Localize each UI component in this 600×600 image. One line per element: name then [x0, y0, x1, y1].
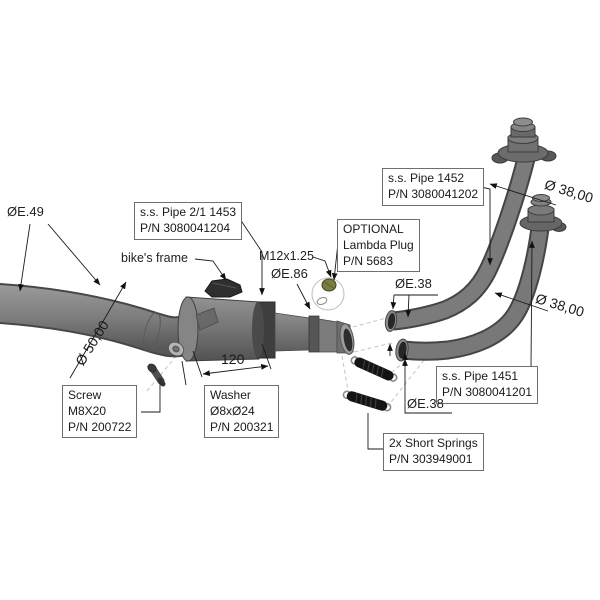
dia-e38-upper-label: ØE.38 [395, 276, 432, 291]
pipe-1451-pn: P/N 3080041201 [442, 384, 533, 399]
lambda-pn: P/N 5683 [343, 253, 394, 268]
leader-lines [141, 186, 535, 450]
washer-size: Ø8xØ24 [210, 403, 255, 418]
bikes-frame-label: bike's frame [121, 251, 188, 265]
springs-name: 2x Short Springs [389, 436, 478, 450]
dim-120-label: 120 [221, 351, 245, 367]
flange-1451 [519, 194, 567, 232]
thread-spec-label: M12x1.25 [259, 249, 314, 263]
spring-2 [342, 390, 392, 412]
header-pipe-1452 [392, 147, 538, 331]
spring-1 [350, 356, 398, 382]
dia-e38-lower-label: ØE.38 [407, 396, 444, 411]
screw-pn: P/N 200722 [68, 419, 132, 434]
pipe-1451-name: s.s. Pipe 1451 [442, 369, 519, 383]
dia-e49-label: ØE.49 [7, 204, 44, 219]
lambda-name: Lambda Plug [343, 237, 414, 252]
screw-name: Screw [68, 388, 102, 402]
dimension-lines [18, 183, 557, 379]
lambda-plug-label-box: OPTIONAL Lambda Plug P/N 5683 [337, 219, 420, 273]
pipe-2-1-1453-pn: P/N 3080041204 [140, 220, 231, 235]
header-pipe-1451 [401, 218, 551, 361]
screw [147, 363, 166, 387]
washer-label-box: Washer Ø8xØ24 P/N 200321 [204, 385, 280, 439]
muffler-body [177, 296, 355, 362]
pipe-1451-label-box: s.s. Pipe 1451 P/N 3080041201 [436, 366, 539, 404]
screw-label-box: Screw M8X20 P/N 200722 [62, 385, 138, 439]
pipe-1452-pn: P/N 3080041202 [388, 186, 479, 201]
collector-inlet-stubs [384, 310, 409, 362]
lambda-optional: OPTIONAL [343, 222, 404, 236]
clamp-bracket [204, 278, 243, 298]
washer-pn: P/N 200321 [210, 419, 274, 434]
pipe-2-1-1453-label-box: s.s. Pipe 2/1 1453 P/N 3080041204 [134, 202, 243, 240]
springs-pn: P/N 303949001 [389, 451, 473, 466]
mount-boss [195, 307, 219, 331]
link-pipe [0, 282, 197, 358]
pipe-1452-name: s.s. Pipe 1452 [388, 171, 465, 185]
lambda-plug [311, 277, 345, 311]
flange-1452 [491, 117, 557, 164]
pipe-2-1-1453-name: s.s. Pipe 2/1 1453 [140, 205, 237, 219]
gasket-ring [316, 297, 328, 305]
washer [167, 341, 185, 357]
washer-name: Washer [210, 388, 251, 402]
dia-e86-label: ØE.86 [271, 266, 308, 281]
pipe-1452-label-box: s.s. Pipe 1452 P/N 3080041202 [382, 168, 485, 206]
screw-size: M8X20 [68, 403, 107, 418]
springs-label-box: 2x Short Springs P/N 303949001 [383, 433, 484, 471]
